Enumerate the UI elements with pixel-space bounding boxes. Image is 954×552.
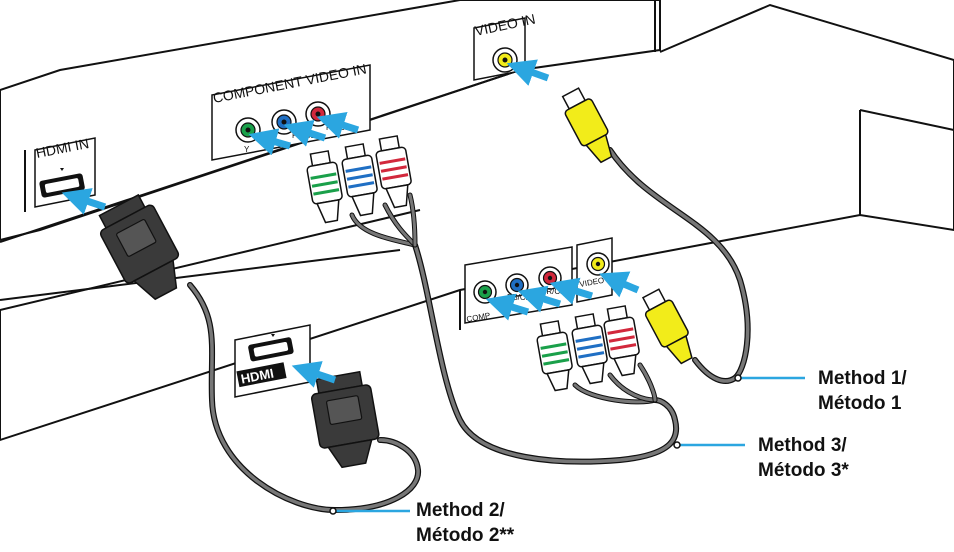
hdmi-in-panel: HDMI IN bbox=[34, 135, 96, 208]
tv-y-label: Y bbox=[244, 145, 250, 154]
method-1-callout: Method 1/ Método 1 bbox=[818, 366, 907, 416]
arrow-tv-video bbox=[506, 59, 550, 86]
player-component-plugs bbox=[536, 305, 640, 392]
method-3-callout: Method 3/ Método 3* bbox=[758, 433, 849, 483]
method-2-line2: Método 2** bbox=[416, 525, 515, 546]
arrow-player-hdmi bbox=[291, 361, 337, 388]
method-1-line2: Método 1 bbox=[818, 393, 902, 414]
method-1-line1: Method 1/ bbox=[818, 368, 907, 389]
callout-lines bbox=[329, 374, 805, 515]
player-pb-label: PB/CB bbox=[507, 293, 531, 302]
player-device bbox=[0, 3, 954, 442]
player-pr-label: PR/CR bbox=[541, 287, 566, 296]
tv-component-plugs bbox=[306, 135, 412, 224]
method-2-callout: Method 2/ Método 2** bbox=[416, 498, 514, 548]
player-hdmi-plug bbox=[310, 370, 380, 469]
tv-video-plug bbox=[561, 87, 613, 164]
player-hdmi-panel: HDMI bbox=[234, 324, 311, 398]
arrow-player-video bbox=[599, 271, 640, 298]
insertion-arrows bbox=[61, 59, 640, 388]
method-3-line1: Method 3/ bbox=[758, 435, 847, 456]
arrow-tv-component-pr bbox=[316, 111, 360, 139]
method-3-line2: Método 3* bbox=[758, 460, 849, 481]
tv-hdmi-plug bbox=[98, 193, 180, 301]
cables bbox=[187, 147, 751, 514]
hdmi-logo: HDMI bbox=[240, 365, 275, 386]
player-comp-label: COMP bbox=[466, 311, 491, 324]
arrow-tv-hdmi bbox=[61, 188, 107, 215]
arrow-player-pr bbox=[549, 277, 594, 305]
method-2-line1: Method 2/ bbox=[416, 500, 505, 521]
player-hdmi-port bbox=[248, 337, 294, 362]
player-video-plug bbox=[641, 288, 693, 365]
